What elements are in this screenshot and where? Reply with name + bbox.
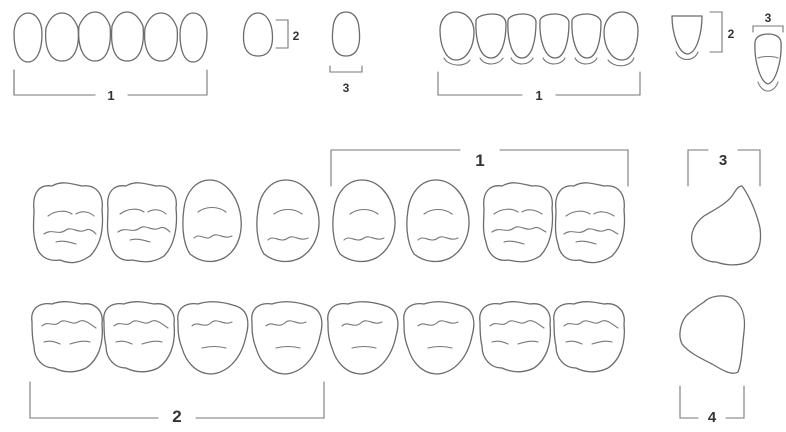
lower-posterior-single-tooth: 4 <box>680 296 745 426</box>
label-upper-posterior-single: 3 <box>719 152 727 169</box>
tooth-upper-anterior-single-b <box>332 12 359 56</box>
tooth-lower-anterior-single-b <box>755 34 781 84</box>
bracket-lower-anterior-single <box>710 12 722 52</box>
tooth-lower-molar-2 <box>104 302 175 372</box>
bracket-upper-anterior-single <box>276 20 288 48</box>
bracket-upper-anterior-single-b <box>330 66 362 72</box>
tooth-lower-anterior-5 <box>572 14 601 58</box>
tooth-lower-premolar-2 <box>252 302 322 374</box>
tooth-lower-molar-3 <box>480 302 551 372</box>
tooth-upper-molar-1 <box>34 183 103 263</box>
label-lower-anterior-single: 2 <box>728 27 735 41</box>
upper-anterior-teeth: 1 <box>14 12 207 103</box>
tooth-lower-premolar-3 <box>328 302 398 374</box>
tooth-lower-anterior-2 <box>476 14 506 58</box>
tooth-upper-premolar-2 <box>257 180 319 261</box>
label-lower-anterior-single-b: 3 <box>765 11 772 25</box>
tooth-upper-anterior-6 <box>180 13 207 62</box>
tooth-lower-anterior-single <box>672 16 702 54</box>
label-upper-anterior-set: 1 <box>107 88 114 103</box>
tooth-upper-molar-3 <box>484 183 553 262</box>
bracket-upper-anterior-set <box>14 70 95 95</box>
label-upper-posterior-set: 1 <box>475 151 484 170</box>
tooth-lower-premolar-4 <box>404 302 474 374</box>
upper-anterior-single-tooth-b: 3 <box>330 12 362 95</box>
tooth-lower-posterior-single <box>680 296 745 373</box>
tooth-lower-premolar-1 <box>178 302 248 374</box>
tooth-upper-anterior-1 <box>14 13 42 62</box>
tooth-lower-anterior-6 <box>604 12 638 60</box>
tooth-upper-premolar-1 <box>183 180 241 261</box>
tooth-lower-anterior-1 <box>440 12 474 60</box>
tooth-lower-molar-4 <box>554 302 625 372</box>
tooth-lower-molar-1 <box>32 302 103 372</box>
tooth-upper-anterior-3 <box>79 12 111 61</box>
tooth-upper-molar-4 <box>556 183 625 263</box>
tooth-upper-molar-2 <box>108 183 177 262</box>
tooth-upper-anterior-4 <box>112 12 144 61</box>
label-upper-anterior-single: 2 <box>293 29 300 43</box>
tooth-upper-premolar-4 <box>407 180 469 261</box>
tooth-upper-anterior-2 <box>46 13 79 61</box>
bracket-lower-anterior-single-b <box>753 26 783 32</box>
upper-posterior-teeth: 1 <box>34 150 629 263</box>
tooth-lower-anterior-4 <box>540 14 569 58</box>
upper-anterior-single-tooth: 2 <box>244 13 300 56</box>
lower-anterior-single-tooth-b: 3 <box>753 11 783 91</box>
label-lower-anterior-set: 1 <box>535 88 542 103</box>
label-upper-anterior-single-b: 3 <box>343 81 350 95</box>
upper-posterior-single-tooth: 3 <box>688 150 761 265</box>
tooth-upper-posterior-single <box>692 186 761 265</box>
tooth-upper-anterior-5 <box>145 13 178 61</box>
lower-posterior-teeth: 2 <box>30 302 624 426</box>
tooth-upper-premolar-3 <box>333 180 395 261</box>
lower-anterior-single-tooth: 2 <box>672 12 735 60</box>
label-lower-posterior-set: 2 <box>172 407 181 426</box>
lower-anterior-teeth: 1 <box>438 12 640 103</box>
tooth-upper-anterior-single <box>244 13 273 56</box>
tooth-lower-anterior-3 <box>508 14 536 58</box>
label-lower-posterior-single: 4 <box>708 409 717 426</box>
